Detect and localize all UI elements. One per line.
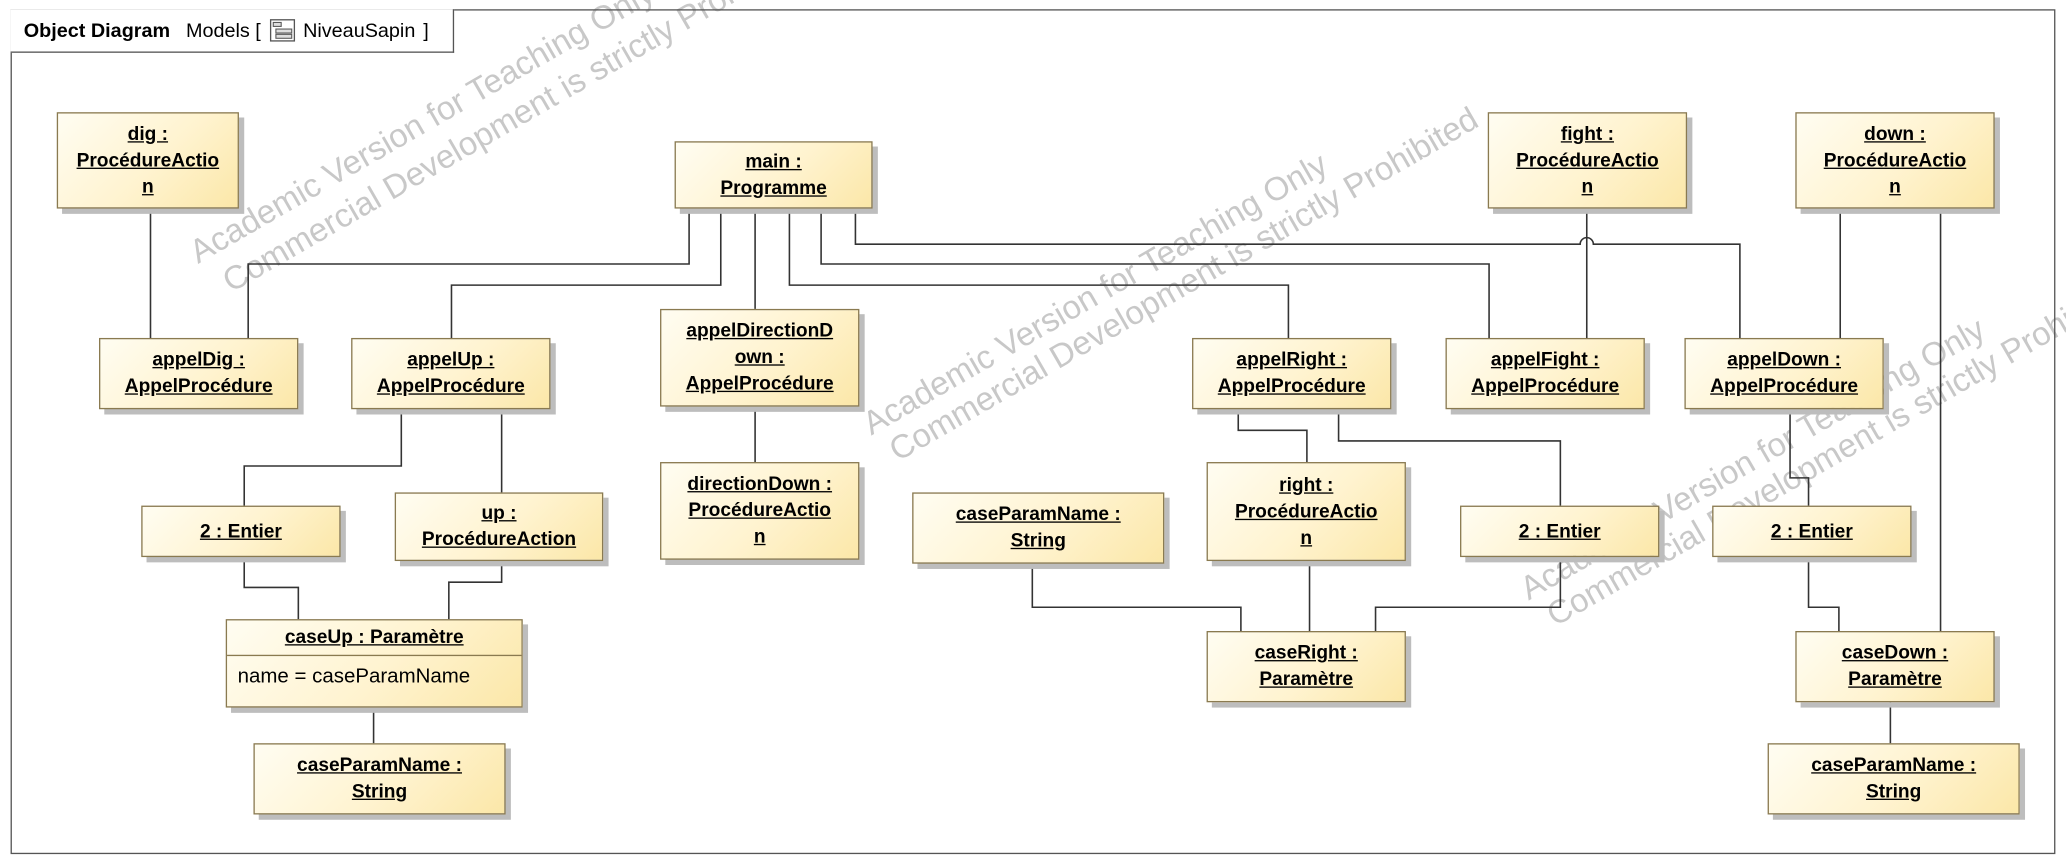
object-appelfight[interactable]: appelFight : AppelProcédure xyxy=(1445,337,1645,410)
object-fight[interactable]: fight : ProcédureActio n xyxy=(1487,112,1688,209)
object-name: appelUp : AppelProcédure xyxy=(376,349,525,398)
object-name: appelDirectionD own : AppelProcédure xyxy=(685,320,834,395)
object-appelright[interactable]: appelRight : AppelProcédure xyxy=(1192,337,1392,410)
object-main[interactable]: main : Programme xyxy=(674,141,873,209)
object-entier-down[interactable]: 2 : Entier xyxy=(1712,505,1912,558)
object-caseup[interactable]: caseUp : Paramètre name = caseParamName xyxy=(225,619,523,708)
object-caseparamname-down[interactable]: caseParamName : String xyxy=(1767,743,2020,815)
link-up-caseup[interactable] xyxy=(448,561,503,620)
object-right[interactable]: right : ProcédureActio n xyxy=(1206,462,1406,562)
diagram-path-suffix: ] xyxy=(423,19,429,42)
object-entier-right[interactable]: 2 : Entier xyxy=(1460,505,1660,558)
link-appelright-entier[interactable] xyxy=(1337,409,1562,506)
object-name: caseRight : Paramètre xyxy=(1254,642,1358,691)
object-dig[interactable]: dig : ProcédureActio n xyxy=(56,112,239,209)
object-slot-name: name = caseParamName xyxy=(237,665,471,688)
object-name: appelFight : AppelProcédure xyxy=(1471,349,1620,398)
object-appeldown[interactable]: appelDown : AppelProcédure xyxy=(1684,337,1884,410)
link-entierright-caseright[interactable] xyxy=(1374,557,1562,632)
link-entierup-caseup[interactable] xyxy=(243,557,300,620)
object-caseright[interactable]: caseRight : Paramètre xyxy=(1206,631,1406,703)
object-name: caseParamName : String xyxy=(955,504,1121,552)
object-directiondown[interactable]: directionDown : ProcédureActio n xyxy=(660,462,860,560)
link-main-appeldig[interactable] xyxy=(247,208,690,338)
object-name: 2 : Entier xyxy=(199,520,282,542)
object-name: caseParamName : String xyxy=(297,755,462,803)
object-name: right : ProcédureActio n xyxy=(1234,474,1378,549)
object-name: caseParamName : String xyxy=(1811,755,1977,803)
object-name: directionDown : ProcédureActio n xyxy=(687,473,833,548)
link-appelup-entier[interactable] xyxy=(243,409,403,506)
object-appelup[interactable]: appelUp : AppelProcédure xyxy=(351,337,551,410)
link-main-appelup[interactable] xyxy=(450,208,722,338)
link-appelright-right[interactable] xyxy=(1237,409,1308,463)
object-name: down : ProcédureActio n xyxy=(1823,123,1967,198)
object-name: 2 : Entier xyxy=(1518,520,1601,542)
diagram-name: NiveauSapin xyxy=(303,19,416,42)
link-main-appelfight[interactable] xyxy=(820,208,1490,338)
object-name: up : ProcédureAction xyxy=(421,502,577,551)
object-name: main : Programme xyxy=(720,151,827,199)
object-name: caseUp : Paramètre xyxy=(227,620,522,657)
object-caseparamname-right[interactable]: caseParamName : String xyxy=(912,492,1165,564)
object-name: caseDown : Paramètre xyxy=(1841,642,1949,691)
object-casedown[interactable]: caseDown : Paramètre xyxy=(1795,631,1995,703)
diagram-frame xyxy=(10,9,2056,855)
object-appeldirectiondown[interactable]: appelDirectionD own : AppelProcédure xyxy=(660,308,860,407)
object-appeldig[interactable]: appelDig : AppelProcédure xyxy=(99,337,299,410)
link-entierdown-casedown[interactable] xyxy=(1807,557,1840,632)
object-name: 2 : Entier xyxy=(1770,520,1853,542)
link-main-appelright[interactable] xyxy=(788,208,1290,338)
diagram-kind-label: Object Diagram xyxy=(23,19,171,42)
object-name: appelDown : AppelProcédure xyxy=(1710,349,1859,398)
object-caseparamname-up[interactable]: caseParamName : String xyxy=(253,743,506,815)
object-name: appelRight : AppelProcédure xyxy=(1217,349,1366,398)
link-appeldown-entier[interactable] xyxy=(1789,409,1810,506)
object-up[interactable]: up : ProcédureAction xyxy=(394,492,604,562)
package-diagram-icon xyxy=(269,19,295,42)
diagram-frame-title[interactable]: Object Diagram Models [ NiveauSapin ] xyxy=(10,9,454,53)
link-caseparamname-caseright[interactable] xyxy=(1031,563,1242,632)
object-down[interactable]: down : ProcédureActio n xyxy=(1795,112,1995,209)
object-name: appelDig : AppelProcédure xyxy=(124,349,273,398)
diagram-path-prefix: Models [ xyxy=(185,19,261,42)
object-name: dig : ProcédureActio n xyxy=(76,123,220,198)
object-entier-up[interactable]: 2 : Entier xyxy=(141,505,341,558)
object-name: fight : ProcédureActio n xyxy=(1516,123,1659,198)
